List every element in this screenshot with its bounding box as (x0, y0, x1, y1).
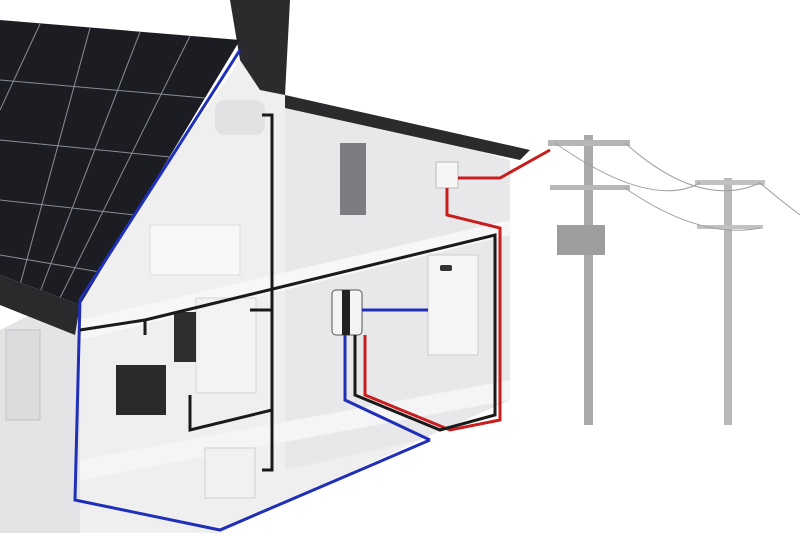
crossarm (550, 185, 630, 190)
door (340, 143, 366, 215)
crossarm (548, 140, 630, 146)
utility-poles (548, 135, 800, 425)
inverter-display (342, 290, 350, 335)
ac-wire (363, 188, 502, 432)
utility-pole-1 (584, 135, 593, 425)
grid-wire (458, 148, 551, 180)
utility-pole-2 (724, 178, 732, 425)
solar-panels (0, 20, 240, 335)
dc-wire (73, 49, 431, 532)
inverter-dc-wire (343, 335, 431, 442)
roof-eave (285, 95, 530, 160)
battery (427, 254, 479, 356)
lower-floor (80, 380, 510, 480)
solar-panel-array (0, 20, 240, 305)
stove (116, 365, 166, 415)
transformer (557, 225, 605, 255)
washing-machine (204, 447, 256, 499)
water-heater (215, 100, 265, 135)
battery-indicator (440, 265, 452, 271)
oven (174, 312, 196, 362)
roof-peak (230, 0, 290, 95)
wiring (73, 49, 551, 532)
window (5, 329, 41, 421)
crossarm (695, 180, 765, 185)
power-lines (554, 142, 800, 231)
electric-meter (435, 161, 459, 189)
refrigerator (195, 297, 257, 394)
crossarm (697, 225, 763, 229)
neutral-wire (79, 113, 497, 472)
roof-edge (0, 275, 80, 335)
bathtub (149, 224, 241, 276)
